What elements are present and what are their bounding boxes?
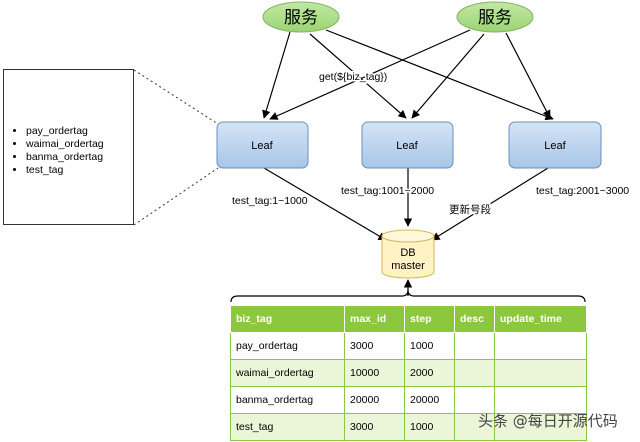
table-cell: 1000 [404,413,455,441]
leaf1-range-label: test_tag:1~1000 [232,195,308,207]
dashed-connector-bottom [133,167,219,226]
list-item: pay_ordertag [26,125,104,138]
biz-tag-list: pay_ordertag waimai_ordertag banma_order… [4,125,104,177]
arrow-svc2-leaf1 [269,29,471,120]
arrow-svc1-leaf2 [309,33,407,119]
table-cell [494,359,587,387]
arrow-leaf1-db [263,167,387,241]
get-biz-tag-label: get(${biz_tag}) [319,71,387,83]
db-master-node: DB master [381,229,435,279]
list-item: waimai_ordertag [26,138,104,151]
column-header-update-time: update_time [494,305,587,333]
arrow-leaf3-db [431,167,549,241]
service-node-2: 服务 [456,1,534,33]
table-cell: 1000 [404,332,455,360]
dashed-connector-top [133,69,219,125]
leaf3-range-label: test_tag:2001~3000 [536,185,629,197]
table-cell: pay_ordertag [230,332,345,360]
leaf2-range-label: test_tag:1001~2000 [341,185,434,197]
arrow-svc2-leaf3 [505,32,551,119]
table-cell [454,359,495,387]
service-node-1: 服务 [262,1,340,33]
table-cell: 20000 [404,386,455,414]
leaf-label: Leaf [544,140,566,152]
list-item: banma_ordertag [26,151,104,164]
table-cell [454,413,495,441]
column-header-biz-tag: biz_tag [230,305,345,333]
table-cell: 20000 [344,386,405,414]
table-cell [494,413,587,441]
table-cell: 2000 [404,359,455,387]
service-to-leaf-arrows [262,29,554,121]
table-cell: 3000 [344,413,405,441]
watermark: 头条 @每日开源代码 [478,412,618,430]
update-segment-label: 更新号段 [449,203,491,216]
leaf-alloc-table: biz_tag max_id step desc update_time pay… [230,305,587,441]
table-cell: test_tag [230,413,345,441]
arrow-svc1-leaf1 [262,31,291,119]
db-label-line1: DB [400,247,415,259]
column-header-max-id: max_id [344,305,405,333]
table-row: pay_ordertag 3000 1000 [230,332,587,360]
list-item: test_tag [26,164,104,177]
table-cell [494,332,587,360]
db-label-line2: master [391,260,425,272]
table-cell: banma_ordertag [230,386,345,414]
table-row: test_tag 3000 1000 [230,413,587,441]
column-header-desc: desc [454,305,495,333]
arrow-svc2-leaf2 [411,33,485,119]
column-header-step: step [404,305,455,333]
table-cell: waimai_ordertag [230,359,345,387]
table-header-row: biz_tag max_id step desc update_time [230,305,587,333]
arrow-svc1-leaf3 [325,29,554,121]
table-cell [494,386,587,414]
table-brace [230,289,586,303]
table-cell: 3000 [344,332,405,360]
table-cell: 10000 [344,359,405,387]
table-row: waimai_ordertag 10000 2000 [230,359,587,387]
leaf-node-1: Leaf [216,121,309,169]
leaf-label: Leaf [396,140,418,152]
leaf-label: Leaf [251,140,273,152]
service-label: 服务 [478,8,512,28]
table-cell [454,332,495,360]
leaf-node-3: Leaf [508,121,602,169]
leaf-node-2: Leaf [361,121,454,169]
biz-tag-list-box: pay_ordertag waimai_ordertag banma_order… [3,69,134,225]
service-label: 服务 [284,8,318,28]
